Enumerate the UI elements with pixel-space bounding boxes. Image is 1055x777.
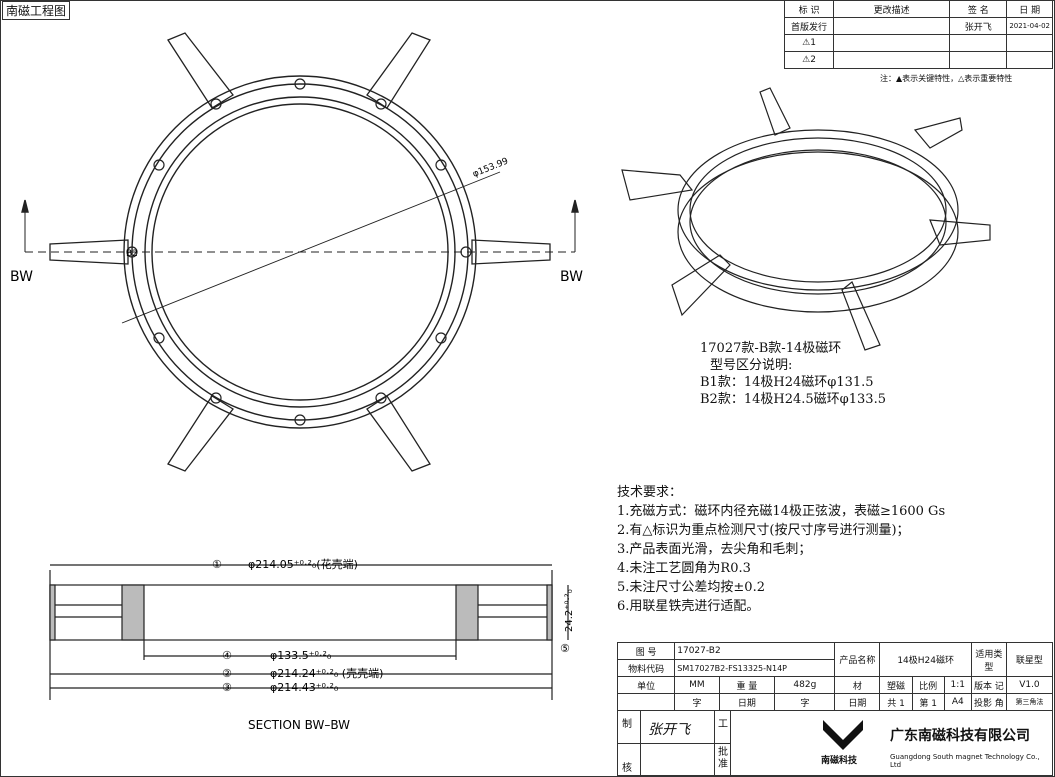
- tb-approve-label: 批准: [718, 747, 728, 770]
- dim-num-3: ③: [222, 681, 232, 694]
- rev-row-desc: [833, 51, 951, 69]
- tb-scale: 1:1: [943, 676, 972, 694]
- tb-unit: MM: [674, 676, 720, 694]
- inner-diameter-label: φ153.99: [471, 156, 510, 179]
- tb-sheet: 第 1: [911, 693, 945, 711]
- hole-label: B2: [126, 249, 138, 259]
- tb-total: 共 1: [879, 693, 913, 711]
- section-view: [49, 564, 569, 700]
- tb-product-name: 14极H24磁环: [879, 642, 972, 677]
- tb-version: V1.0: [1005, 676, 1054, 694]
- iso-view: [621, 87, 991, 351]
- company-name-cn: 广东南磁科技有限公司: [890, 728, 1030, 744]
- tb-label: 字: [774, 693, 836, 711]
- tb-label: 日期: [718, 693, 776, 711]
- tb-label: 版本 记: [970, 676, 1007, 694]
- tb-check-label: 核: [622, 763, 632, 774]
- ring-tabs: [49, 32, 551, 472]
- product-description: 17027款-B款-14极磁环 型号区分说明: B1款：14极H24磁环φ131…: [700, 340, 886, 408]
- product-desc-line: B1款：14极H24磁环φ131.5: [700, 375, 874, 390]
- revision-table: 标 识 更改描述 签 名 日 期 首版发行 张开飞 2021-04-02 ⚠1 …: [783, 0, 1053, 69]
- dim-text-4: φ133.5⁺⁰·²₀: [270, 649, 332, 662]
- tech-item: 2.有△标识为重点检测尺寸(按尺寸序号进行测量)；: [617, 523, 910, 538]
- tb-label: 比例: [911, 676, 945, 694]
- tb-label: 重 量: [718, 676, 776, 694]
- title-block-lower: 制 张开飞 工 核 批准 南磁科技 广东南磁科技有限公司 Guangdong S…: [617, 710, 1053, 776]
- tb-label: 日期: [834, 693, 881, 711]
- top-view: [21, 32, 579, 472]
- tech-item: 3.产品表面光滑，去尖角和毛刺；: [617, 542, 812, 557]
- tech-item: 1.充磁方式：磁环内径充磁14极正弦波，表磁≥1600 Gs: [617, 504, 946, 519]
- dim-num-4: ④: [222, 649, 232, 662]
- section-mark-right: BW: [560, 269, 583, 285]
- tb-drawing-no: 17027-B2: [674, 642, 836, 660]
- company-logo-text: 南磁科技: [821, 756, 858, 766]
- tb-paper: A4: [943, 693, 972, 711]
- dim-text-3: φ214.43⁺⁰·²₀: [270, 681, 339, 694]
- company-name-en: Guangdong South magnet Technology Co., L…: [890, 753, 1040, 769]
- product-desc-line: B2款：14极H24.5磁环φ133.5: [700, 392, 886, 407]
- tech-item: 4.未注工艺圆角为R0.3: [617, 561, 751, 576]
- dim-num-1: ①: [212, 558, 222, 571]
- tech-item: 6.用联星铁壳进行适配。: [617, 599, 760, 614]
- tech-title: 技术要求：: [617, 485, 683, 500]
- tb-material-code: SM17027B2-FS13325-N14P: [674, 659, 836, 677]
- product-desc-line: 型号区分说明:: [710, 358, 793, 373]
- height-num: ⑤: [560, 642, 570, 655]
- tb-label: 物料代码: [616, 659, 676, 677]
- mounting-holes: [126, 78, 472, 426]
- tb-label: 适用类型: [970, 642, 1007, 677]
- tb-weight: 482g: [774, 676, 836, 694]
- tb-label: 图 号: [616, 642, 676, 660]
- revision-note: 注：▲表示关键特性，△表示重要特性: [880, 74, 1013, 83]
- tech-item: 5.未注尺寸公差均按±0.2: [617, 580, 765, 595]
- tb-material: 塑磁: [879, 676, 913, 694]
- product-desc-line: 17027款-B款-14极磁环: [700, 341, 842, 356]
- tb-work-label: 工: [718, 719, 728, 730]
- title-block: 图 号 17027-B2 产品名称 14极H24磁环 适用类型 联星型 物料代码…: [616, 642, 1054, 711]
- rev-row-date: [1006, 51, 1053, 69]
- tb-label: 产品名称: [834, 642, 881, 677]
- drawing-tag: 南磁工程图: [2, 1, 71, 20]
- rev-row-sign: [949, 51, 1008, 69]
- tb-label: 单位: [616, 676, 676, 694]
- section-mark-left: BW: [10, 269, 33, 285]
- tb-label: 材: [834, 676, 881, 694]
- tb-projection: 投影 角: [970, 693, 1007, 711]
- tb-label: 字: [674, 693, 720, 711]
- tb-applicable: 联星型: [1005, 642, 1054, 677]
- technical-requirements: 技术要求： 1.充磁方式：磁环内径充磁14极正弦波，表磁≥1600 Gs 2.有…: [617, 483, 945, 616]
- tb-maker-sign: 张开飞: [648, 722, 690, 738]
- dim-text-2: φ214.24⁺⁰·²₀ (壳壳端): [270, 666, 383, 680]
- dim-text-1: φ214.05⁺⁰·²₀(花壳端): [248, 557, 358, 571]
- section-title: SECTION BW–BW: [248, 718, 350, 732]
- tb-third-angle: 第三角法: [1005, 693, 1054, 711]
- height-dim: 24.2⁺⁰·²₀: [564, 589, 575, 632]
- dim-num-2: ②: [222, 667, 232, 680]
- company-logo-icon: [823, 720, 863, 750]
- tb-make-label: 制: [622, 719, 632, 730]
